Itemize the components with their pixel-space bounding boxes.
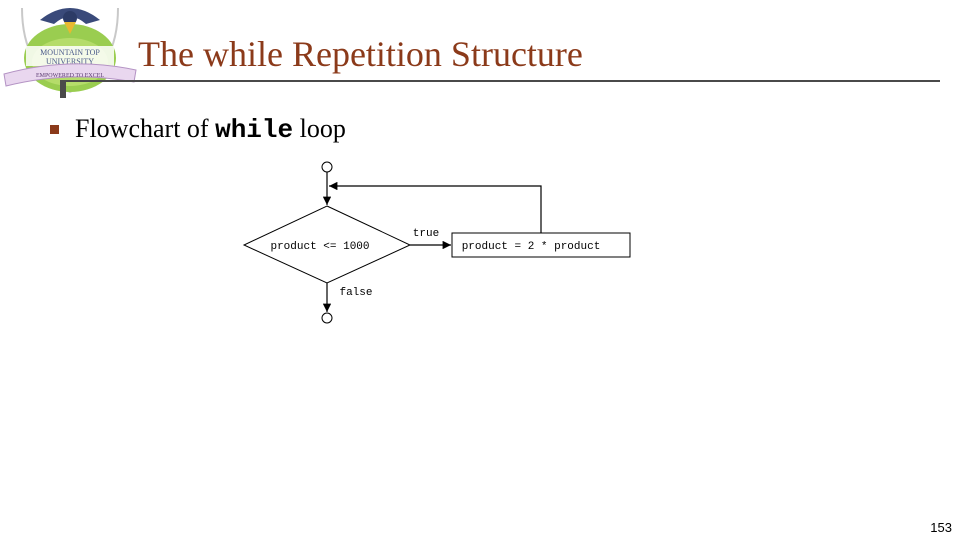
slide-title: The while Repetition Structure	[138, 34, 583, 74]
bullet-item: Flowchart of while loop	[50, 114, 346, 145]
square-bullet-icon	[50, 125, 59, 134]
end-node	[321, 312, 333, 324]
action-box	[451, 232, 631, 258]
bullet-prefix: Flowchart of	[75, 114, 216, 143]
true-label: true	[413, 228, 439, 240]
logo-motto: EMPOWERED TO EXCEL	[36, 73, 104, 79]
false-label: false	[339, 287, 372, 299]
loop-back-arrow	[329, 181, 542, 233]
logo-line1: MOUNTAIN TOP	[40, 48, 100, 57]
page-number: 153	[930, 520, 952, 535]
title-underline	[60, 80, 940, 82]
bullet-text: Flowchart of while loop	[75, 114, 346, 145]
start-node	[321, 161, 333, 173]
logo-line2: UNIVERSITY	[46, 57, 94, 66]
bullet-suffix: loop	[293, 114, 346, 143]
bullet-code: while	[215, 115, 294, 145]
university-logo: MOUNTAIN TOP UNIVERSITY EMPOWERED TO EXC…	[3, 7, 137, 94]
condition-label: product <= 1000	[270, 241, 369, 253]
title-accent-bar	[60, 80, 66, 98]
action-label: product = 2 * product	[462, 241, 601, 253]
